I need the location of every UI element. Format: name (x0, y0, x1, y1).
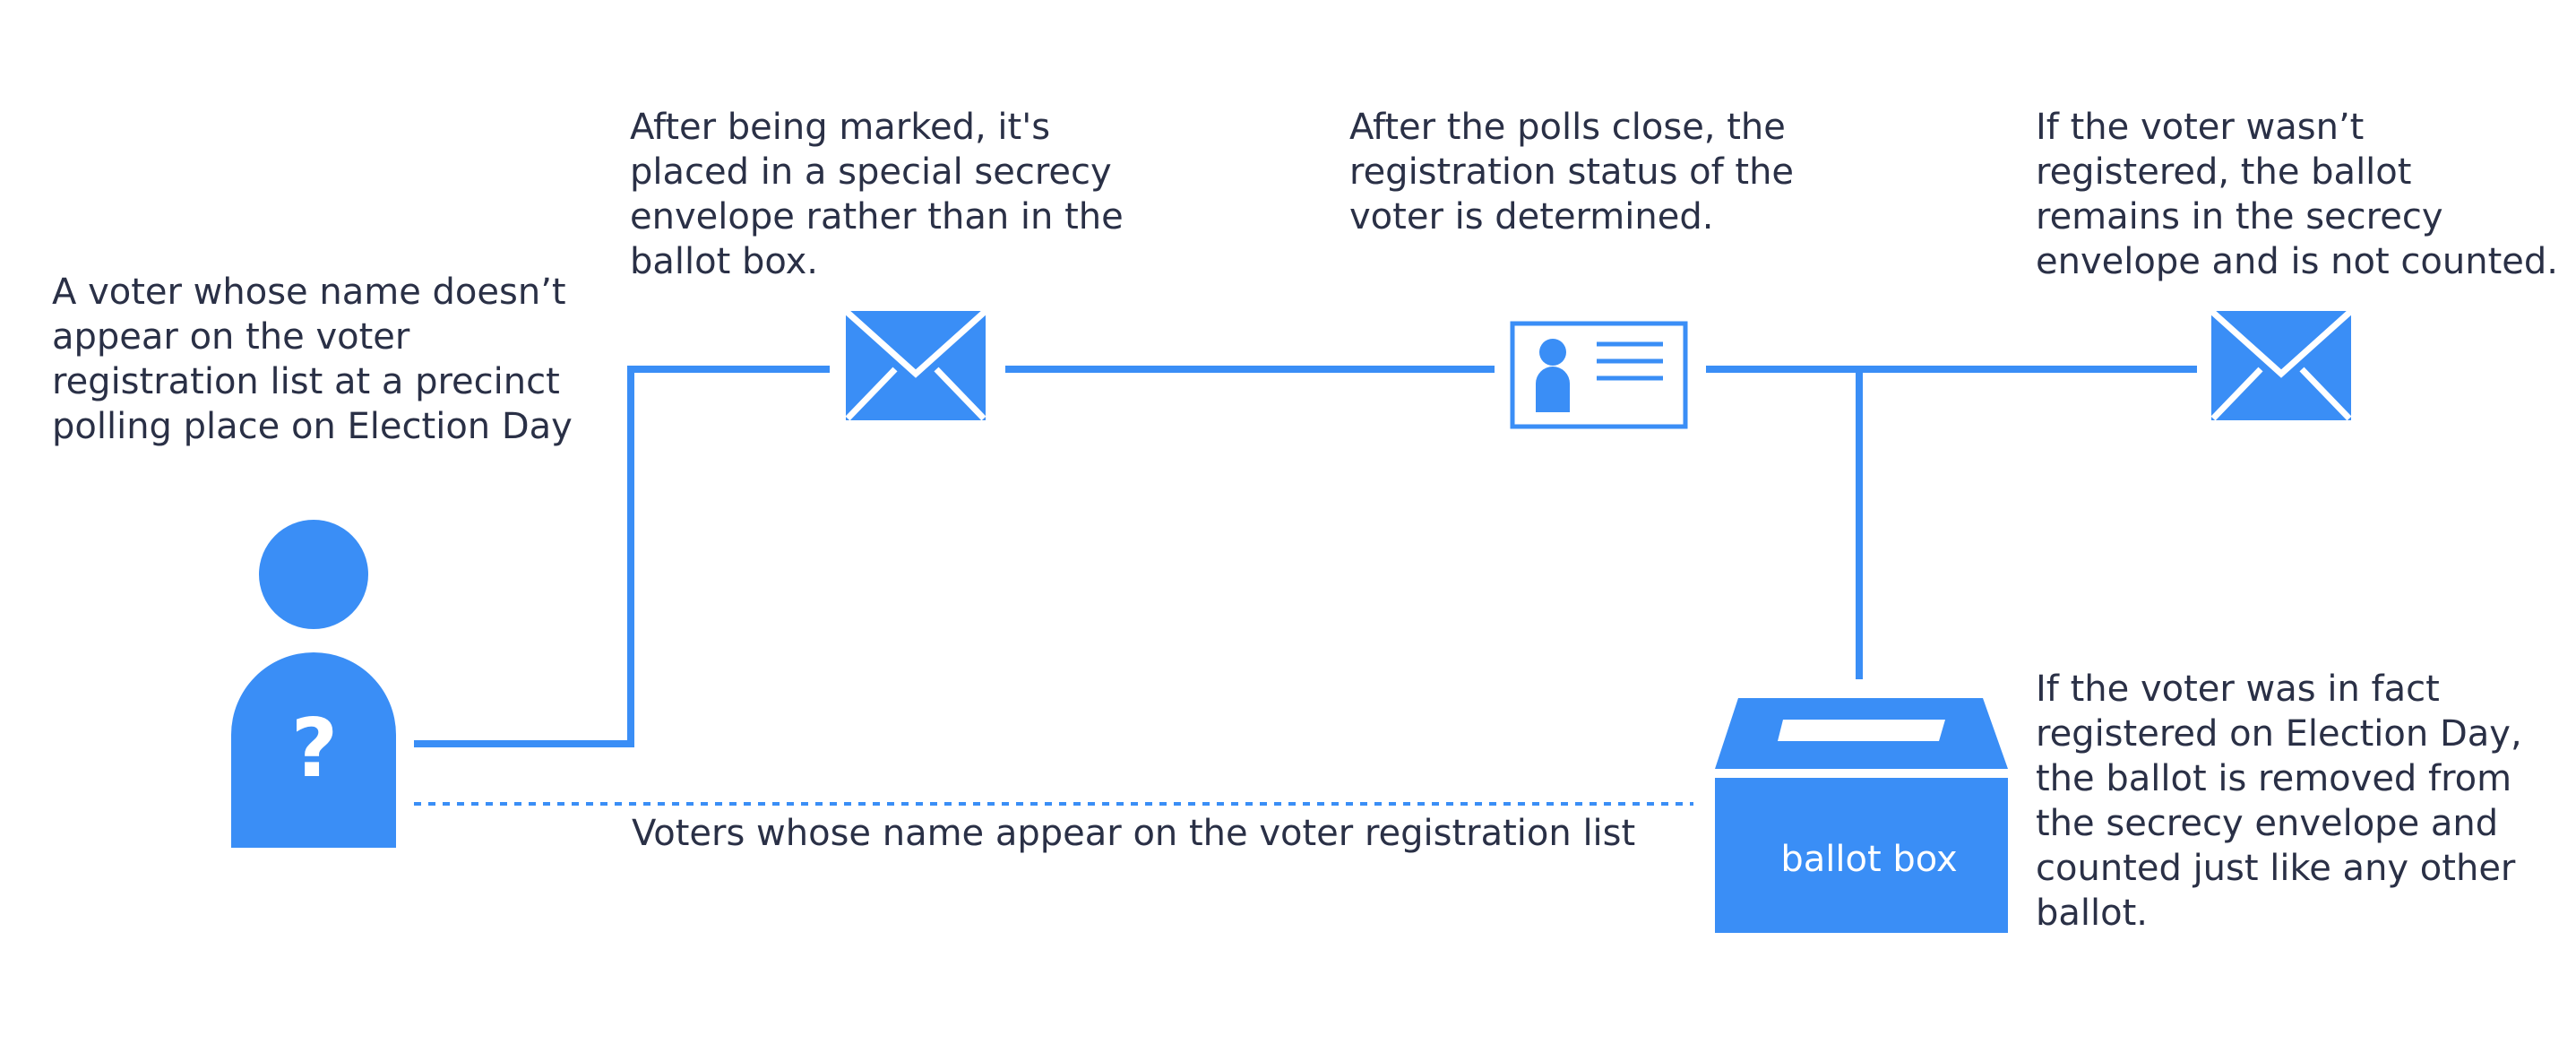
text-line: the secrecy envelope and (2036, 803, 2499, 844)
text-line: If the voter was in fact (2036, 669, 2440, 710)
text-line: polling place on Election Day (52, 406, 573, 447)
text-line: the ballot is removed from (2036, 758, 2512, 799)
envelope-icon (843, 308, 988, 421)
question-mark: ? (291, 702, 338, 796)
envelope-icon (2209, 308, 2354, 421)
not-registered-description: If the voter wasn’t registered, the ball… (2036, 105, 2558, 284)
connector-voter-to-envelope (414, 366, 830, 747)
text-line: registered on Election Day, (2036, 713, 2522, 755)
text-line: envelope and is not counted. (2036, 241, 2558, 282)
connector-lines (414, 366, 2197, 747)
text-line: placed in a special secrecy (630, 151, 1112, 193)
voter-question-icon: ? (231, 520, 396, 848)
text-line: A voter whose name doesn’t (52, 272, 566, 313)
voter-description: A voter whose name doesn’t appear on the… (52, 270, 573, 449)
text-line: registration status of the (1349, 151, 1795, 193)
marked-description: After being marked, it's placed in a spe… (630, 105, 1124, 284)
text-line: ballot. (2036, 893, 2148, 934)
polls-close-description: After the polls close, the registration … (1349, 105, 1794, 239)
text-line: registration list at a precinct (52, 361, 560, 402)
ballot-box-label: ballot box (1780, 839, 1957, 880)
dotted-path-label: Voters whose name appear on the voter re… (632, 813, 1636, 854)
text-line: After being marked, it's (630, 107, 1051, 148)
id-card-icon (1510, 321, 1688, 429)
text-line: remains in the secrecy (2036, 196, 2443, 237)
text-line: voter is determined. (1349, 196, 1714, 237)
text-line: ballot box. (630, 241, 819, 282)
text-line: registered, the ballot (2036, 151, 2412, 193)
text-line: counted just like any other (2036, 848, 2516, 889)
text-line: After the polls close, the (1349, 107, 1786, 148)
registered-description: If the voter was in fact registered on E… (2036, 667, 2522, 936)
text-line: If the voter wasn’t (2036, 107, 2365, 148)
ballot-box-icon: ballot box (1715, 698, 2008, 933)
text-line: appear on the voter (52, 316, 410, 358)
text-line: envelope rather than in the (630, 196, 1124, 237)
